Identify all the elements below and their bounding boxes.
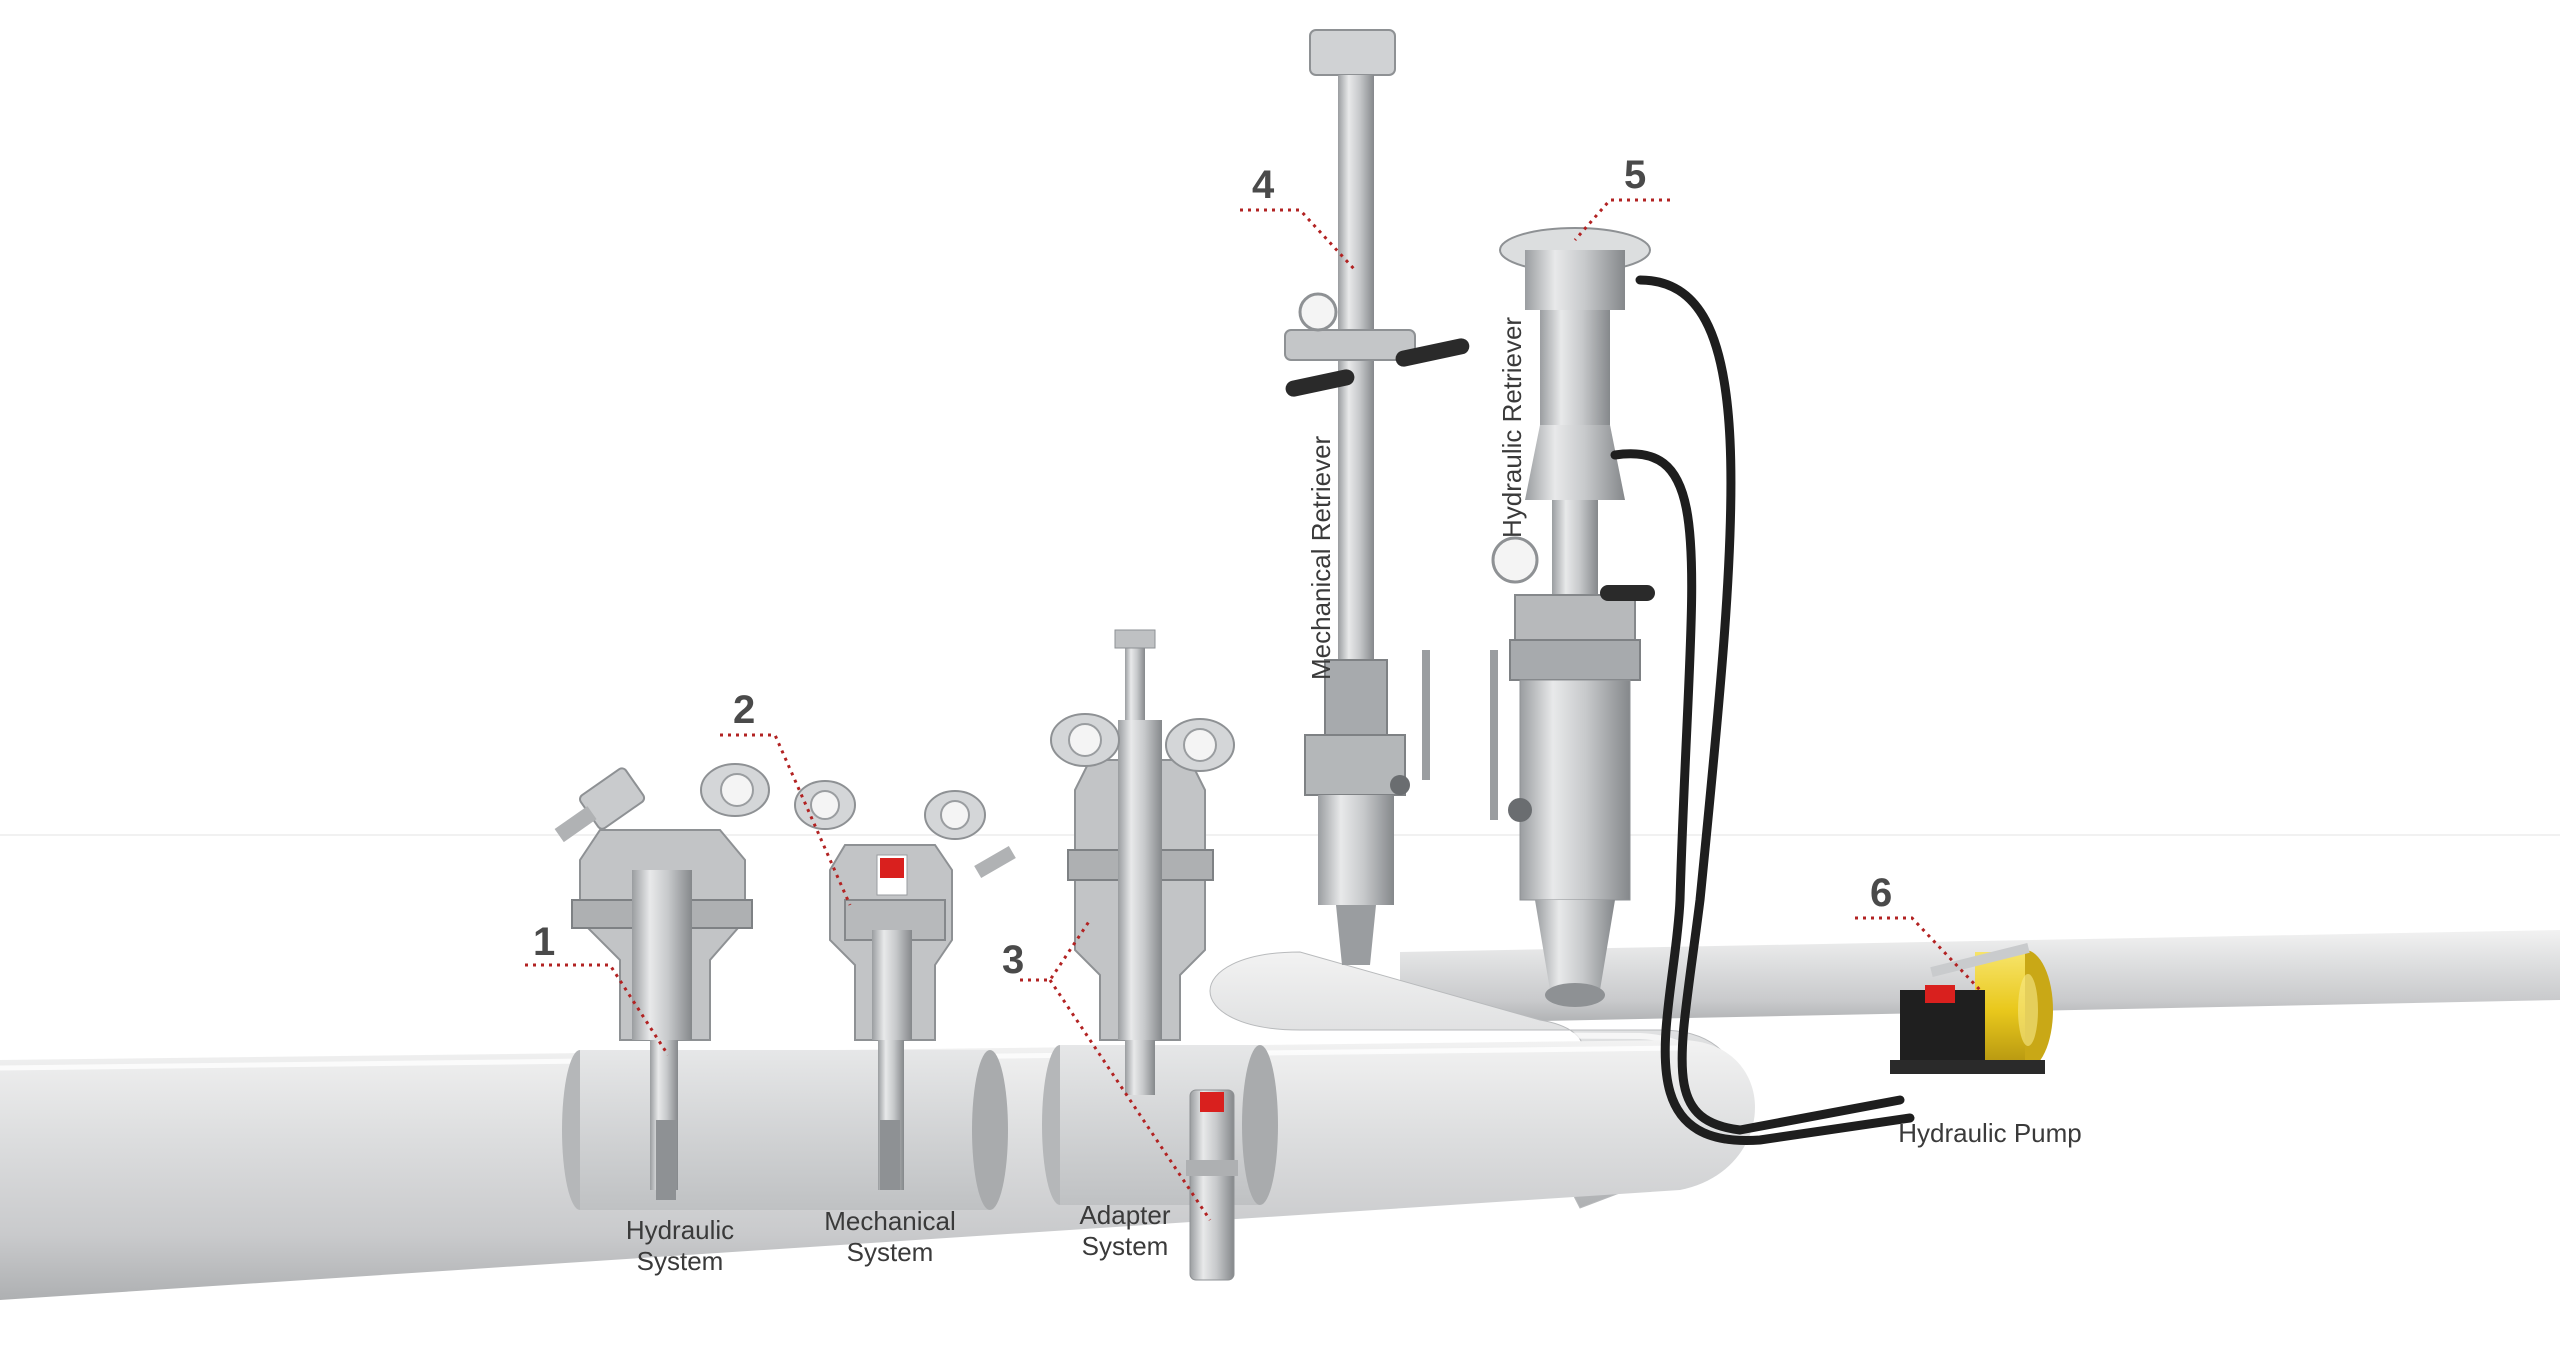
caption-adapter-system-line2: System xyxy=(1081,1231,1169,1261)
leader-4 xyxy=(1240,208,1357,272)
callout-2: 2 xyxy=(733,688,756,732)
mechanical-system-assembly xyxy=(794,780,1016,1190)
label-hydraulic-retriever: Hydraulic Retriever xyxy=(1497,316,1527,538)
callout-1: 1 xyxy=(533,920,556,964)
label-mechanical-retriever: Mechanical Retriever xyxy=(1306,435,1336,680)
leader-3a xyxy=(1020,919,1092,982)
hydraulic-retriever-assembly xyxy=(1490,227,1655,1007)
callout-3: 3 xyxy=(1002,938,1025,982)
caption-mechanical-system-line2: System xyxy=(846,1237,934,1267)
caption-hydraulic-system-line2: System xyxy=(636,1246,724,1276)
hydraulic-hoses xyxy=(1610,275,1915,1145)
caption-mechanical-system: Mechanical System xyxy=(810,1206,970,1268)
hydraulic-pump-assembly xyxy=(1890,943,2053,1074)
caption-hydraulic-system-line1: Hydraulic xyxy=(625,1215,735,1245)
mechanical-retriever-assembly xyxy=(1284,29,1470,965)
caption-mechanical-system-line1: Mechanical xyxy=(824,1206,956,1236)
caption-hydraulic-system: Hydraulic System xyxy=(610,1215,750,1277)
caption-hydraulic-pump: Hydraulic Pump xyxy=(1898,1118,2082,1148)
callout-4: 4 xyxy=(1252,163,1275,207)
leader-lines xyxy=(525,198,1982,1221)
leader-2 xyxy=(720,733,852,906)
leader-6 xyxy=(1855,916,1982,992)
callout-5: 5 xyxy=(1624,153,1647,197)
caption-adapter-system: Adapter System xyxy=(1065,1200,1185,1262)
caption-adapter-system-line1: Adapter xyxy=(1079,1200,1171,1230)
hydraulic-system-assembly xyxy=(554,763,770,1200)
adapter-system-assembly xyxy=(1050,629,1238,1281)
callout-6: 6 xyxy=(1870,871,1893,915)
leader-3b xyxy=(1048,979,1212,1221)
